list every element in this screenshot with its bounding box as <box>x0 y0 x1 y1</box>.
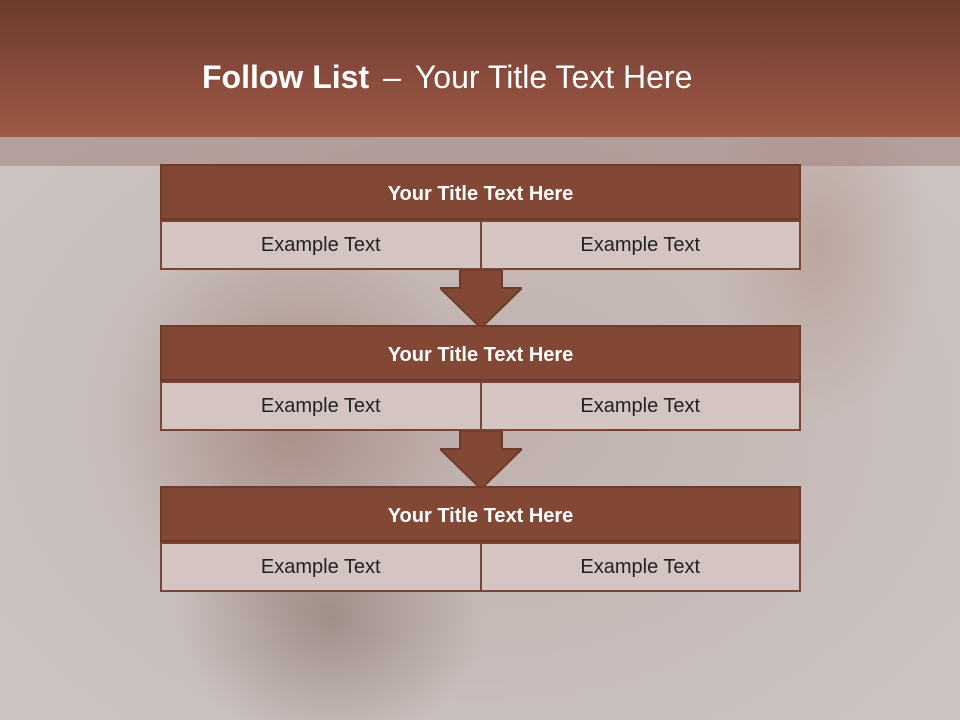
block-cell-left: Example Text <box>160 220 482 270</box>
list-block-2: Your Title Text Here Example Text Exampl… <box>160 325 801 431</box>
block-cell-left: Example Text <box>160 542 482 592</box>
block-cells: Example Text Example Text <box>160 220 801 270</box>
block-cell-right: Example Text <box>479 542 801 592</box>
list-block-1: Your Title Text Here Example Text Exampl… <box>160 164 801 270</box>
down-arrow-icon <box>440 270 522 330</box>
block-cell-left: Example Text <box>160 381 482 431</box>
slide-title-rest: Your Title Text Here <box>414 59 693 95</box>
block-title: Your Title Text Here <box>160 164 801 220</box>
down-arrow-icon <box>440 431 522 491</box>
slide-title: Follow List–Your Title Text Here <box>202 55 692 99</box>
slide-title-separator: – <box>383 59 401 95</box>
block-title: Your Title Text Here <box>160 325 801 381</box>
block-cell-right: Example Text <box>479 381 801 431</box>
slide-title-bold: Follow List <box>202 59 370 95</box>
block-cells: Example Text Example Text <box>160 542 801 592</box>
block-cell-right: Example Text <box>479 220 801 270</box>
title-bar-band <box>0 137 960 166</box>
block-cells: Example Text Example Text <box>160 381 801 431</box>
list-block-3: Your Title Text Here Example Text Exampl… <box>160 486 801 592</box>
block-title: Your Title Text Here <box>160 486 801 542</box>
title-bar <box>0 0 960 137</box>
